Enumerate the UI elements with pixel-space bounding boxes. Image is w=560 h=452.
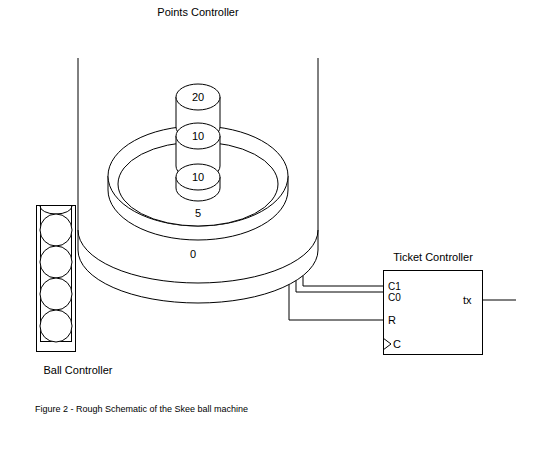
- output-wire: [483, 300, 516, 301]
- clock-symbol: [383, 338, 391, 350]
- housing-base: [78, 250, 318, 303]
- ball-tube: [41, 206, 72, 342]
- housing-wall: [78, 58, 79, 250]
- node-heading: Ball Controller: [43, 364, 112, 377]
- pin-name: C1: [388, 281, 401, 292]
- cylinder-top: [176, 123, 220, 149]
- ball: [40, 278, 72, 310]
- cylinder-top: [176, 164, 220, 190]
- figure-caption: Figure 2 - Rough Schematic of the Skee b…: [35, 404, 248, 415]
- point-value: 20: [192, 91, 204, 103]
- point-value: 0: [190, 248, 196, 260]
- signal-name: tx: [463, 294, 472, 306]
- signal-wire: [289, 285, 383, 320]
- housing-wall: [318, 58, 319, 250]
- point-value: 10: [192, 171, 204, 183]
- pin-name: C: [393, 338, 401, 350]
- ball-cup: [40, 206, 72, 214]
- point-value: 5: [195, 207, 201, 219]
- node-heading: Ticket Controller: [393, 251, 473, 264]
- point-value: 10: [192, 130, 204, 142]
- ball-column: [37, 206, 76, 352]
- signal-wire: [296, 281, 383, 292]
- node-heading: Points Controller: [157, 6, 238, 19]
- ball: [40, 246, 72, 278]
- ball-controller: Ball Controller: [36, 205, 76, 352]
- ring-top: [108, 126, 288, 226]
- outline: [36, 205, 76, 352]
- cylinder-top: [176, 84, 220, 110]
- ball: [40, 214, 72, 246]
- signal-wire: [303, 276, 383, 286]
- pin-name: R: [388, 314, 396, 326]
- ball: [40, 310, 72, 342]
- pin-name: C0: [388, 292, 401, 303]
